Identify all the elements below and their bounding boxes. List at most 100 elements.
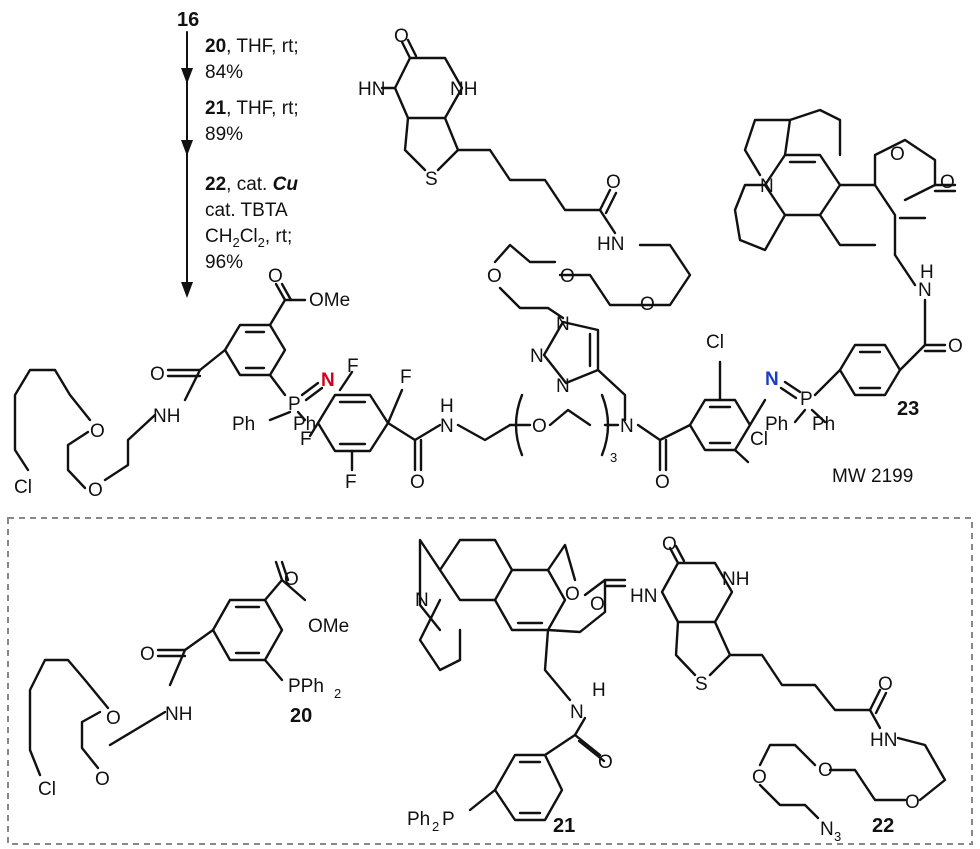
svg-text:O: O — [905, 792, 920, 813]
svg-text:Ph: Ph — [765, 414, 788, 435]
svg-text:O: O — [268, 266, 283, 287]
svg-text:S: S — [425, 169, 438, 190]
step2-conditions: 21, THF, rt; — [205, 98, 299, 119]
svg-text:N: N — [440, 416, 454, 437]
svg-text:F: F — [347, 356, 359, 377]
svg-text:2: 2 — [432, 819, 439, 834]
svg-text:H: H — [440, 396, 454, 417]
svg-text:Cl: Cl — [750, 429, 768, 450]
reagent-20-structure: O OMe PPh 2 20 O NH O O Cl — [28, 560, 349, 800]
svg-text:21: 21 — [553, 815, 575, 837]
svg-text:N: N — [620, 416, 634, 437]
svg-text:O: O — [140, 644, 155, 665]
svg-text:NH: NH — [165, 704, 192, 725]
dichlorophenyl-ring: Cl Cl N P Ph Ph — [658, 332, 835, 464]
benzamide-coumarin-fragment: O H N 23 — [813, 253, 963, 420]
svg-text:P: P — [442, 809, 455, 830]
svg-text:O: O — [394, 26, 409, 47]
svg-text:Ph: Ph — [407, 809, 430, 830]
reagent-22-structure: O HN NH S O HN O O O N 3 22 — [630, 534, 947, 844]
svg-text:22: 22 — [872, 815, 894, 837]
svg-text:H: H — [592, 680, 606, 701]
svg-text:NH: NH — [153, 406, 180, 427]
tetrafluorophenyl-ring: F F F F O H N — [300, 356, 454, 493]
peg-triazole-linker: O O O N N N — [487, 243, 692, 422]
svg-text:OMe: OMe — [309, 290, 350, 311]
svg-text:F: F — [300, 429, 312, 450]
svg-text:HN: HN — [870, 730, 897, 751]
svg-text:O: O — [565, 584, 580, 605]
arrowhead-3 — [181, 282, 193, 298]
svg-text:Cl: Cl — [38, 779, 56, 800]
reagent-21-structure: N O O N H O Ph 2 P 21 — [407, 538, 627, 837]
svg-text:O: O — [532, 416, 547, 437]
svg-text:N: N — [321, 370, 335, 391]
svg-text:23: 23 — [897, 398, 919, 420]
svg-text:PPh: PPh — [288, 676, 324, 697]
julolidine-coumarin-product: O O N — [733, 108, 957, 257]
svg-text:O: O — [150, 364, 165, 385]
svg-text:O: O — [655, 472, 670, 493]
svg-text:N: N — [765, 369, 779, 390]
arrowhead-1 — [181, 68, 193, 84]
step3-yield: 96% — [205, 252, 243, 273]
biotin-fragment-product: O HN NH S O HN — [358, 26, 624, 255]
svg-text:F: F — [345, 472, 357, 493]
step3-ligand: cat. TBTA — [205, 200, 288, 221]
svg-text:O: O — [284, 569, 299, 590]
svg-text:Cl: Cl — [706, 332, 724, 353]
reaction-conditions: 16 20, THF, rt; 84% 21, THF, rt; 89% 22,… — [177, 9, 299, 298]
svg-text:S: S — [695, 674, 708, 695]
svg-text:O: O — [598, 752, 613, 773]
svg-text:O: O — [410, 472, 425, 493]
phosphinimine-left-fragment: O OMe P N Ph Ph O NH O O Cl — [13, 266, 350, 501]
svg-text:NH: NH — [722, 569, 749, 590]
step1-conditions: 20, THF, rt; — [205, 36, 299, 57]
svg-text:O: O — [662, 534, 677, 555]
svg-text:H: H — [920, 262, 934, 283]
step2-yield: 89% — [205, 124, 243, 145]
svg-text:HN: HN — [597, 234, 624, 255]
step3-solvent: CH2Cl2, rt; — [205, 226, 292, 250]
svg-text:N: N — [570, 702, 584, 723]
svg-text:O: O — [890, 144, 905, 165]
svg-text:O: O — [940, 172, 955, 193]
svg-text:O: O — [948, 336, 963, 357]
svg-text:3: 3 — [834, 829, 841, 844]
step3-conditions: 22, cat. Cu — [205, 174, 298, 195]
arrowhead-2 — [181, 140, 193, 156]
start-compound-label: 16 — [177, 9, 199, 31]
svg-text:N: N — [760, 176, 774, 197]
svg-text:P: P — [800, 389, 813, 410]
svg-text:Cl: Cl — [14, 477, 32, 498]
svg-text:O: O — [752, 767, 767, 788]
svg-text:N: N — [530, 346, 544, 367]
svg-text:F: F — [400, 367, 412, 388]
svg-text:HN: HN — [630, 586, 657, 607]
svg-text:OMe: OMe — [308, 616, 349, 637]
svg-text:2: 2 — [334, 686, 341, 701]
svg-text:P: P — [288, 394, 301, 415]
svg-text:NH: NH — [450, 79, 477, 100]
svg-text:O: O — [878, 674, 893, 695]
svg-text:O: O — [95, 769, 110, 790]
svg-text:Ph: Ph — [293, 414, 316, 435]
svg-text:3: 3 — [610, 450, 617, 465]
svg-text:Ph: Ph — [812, 414, 835, 435]
svg-text:N: N — [556, 314, 570, 335]
svg-text:N: N — [918, 280, 932, 301]
svg-text:O: O — [560, 266, 575, 287]
svg-text:O: O — [590, 594, 605, 615]
svg-text:N: N — [556, 376, 570, 397]
svg-text:O: O — [606, 172, 621, 193]
svg-text:O: O — [90, 421, 105, 442]
step1-yield: 84% — [205, 62, 243, 83]
reagents-frame — [7, 517, 973, 845]
svg-text:O: O — [640, 294, 655, 315]
peg3-repeat-unit: O 3 N O — [456, 393, 670, 493]
svg-text:O: O — [88, 480, 103, 501]
svg-text:Ph: Ph — [232, 414, 255, 435]
svg-text:HN: HN — [358, 79, 385, 100]
product-23-structure: O HN NH S O HN O O O N N N — [13, 26, 963, 501]
